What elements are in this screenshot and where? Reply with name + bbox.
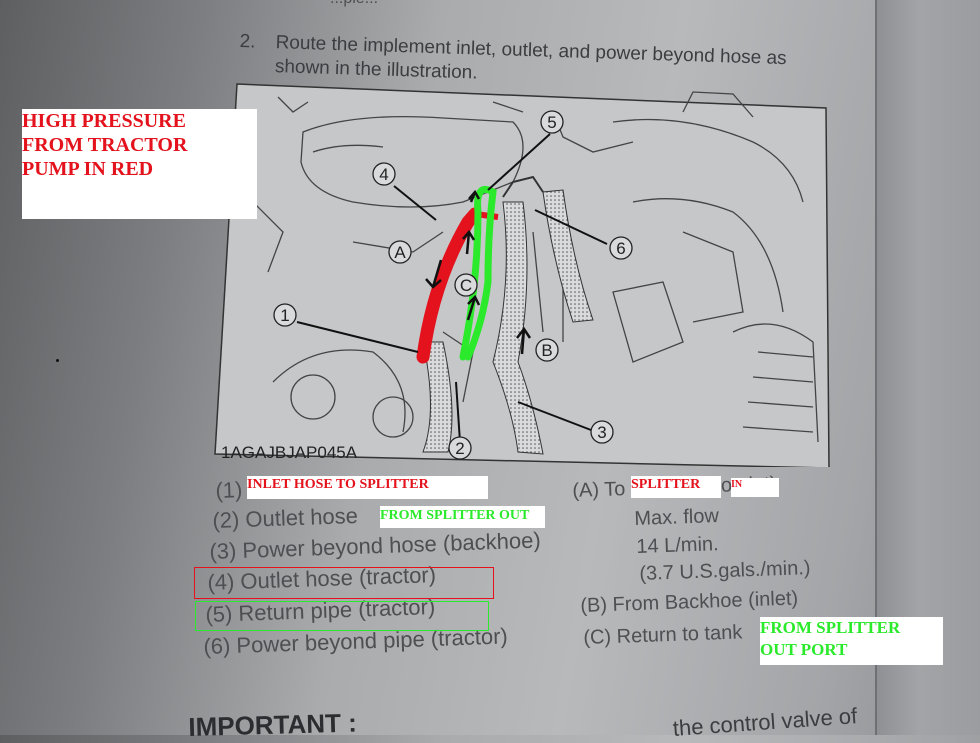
stray-dot: [56, 359, 59, 362]
tractor-line-art: [252, 91, 819, 443]
inlet-hose-label-text: INLET HOSE TO SPLITTER: [247, 477, 429, 492]
return-port-label-text: FROM SPLITTER OUT PORT: [760, 618, 901, 659]
high-pressure-note-text: HIGH PRESSURE FROM TRACTOR PUMP IN RED: [22, 110, 188, 180]
flow-label-b: B: [541, 341, 552, 360]
inlet-hose-label: INLET HOSE TO SPLITTER: [247, 476, 488, 499]
outlet-hose-highlight-box: [194, 567, 494, 599]
return-port-label: FROM SPLITTER OUT PORT: [760, 617, 943, 665]
step-number: 2.: [239, 30, 256, 53]
hose-routing-illustration: 1 2 3 4 5 6 A B C 1AGAJBJAP045A: [214, 83, 830, 467]
callout-6: 6: [616, 239, 625, 258]
page-edge: [875, 0, 980, 735]
callout-markers: 1 2 3 4 5 6 A B C: [273, 110, 633, 460]
callout-4: 4: [379, 165, 388, 184]
legend-item-b: (B) From Backhoe (inlet): [580, 587, 799, 617]
flow-arrows: [425, 189, 532, 355]
legend-item-2: (2) Outlet hose: [212, 502, 359, 533]
legend-flow-gallons: (3.7 U.S.gals./min.): [639, 557, 811, 585]
legend-item-3: (3) Power beyond hose (backhoe): [209, 527, 542, 564]
legend-item-c: (C) Return to tank: [583, 621, 743, 649]
important-trailing-text: the control valve of: [672, 703, 858, 741]
leader-lines: [296, 133, 608, 443]
outlet-hose-label-text: FROM SPLITTER OUT: [380, 508, 530, 523]
figure-code: 1AGAJBJAP045A: [221, 443, 358, 462]
splitter-label: SPLITTER: [631, 476, 721, 498]
callout-3: 3: [597, 423, 606, 442]
splitter-label-text: SPLITTER: [631, 477, 701, 492]
return-pipe-highlight-box: [195, 601, 489, 631]
outlet-hose-label: FROM SPLITTER OUT: [380, 506, 545, 528]
step-instruction: 2. Route the implement inlet, outlet, an…: [239, 30, 800, 83]
callout-1: 1: [280, 306, 289, 325]
flow-label-a: A: [394, 243, 406, 262]
high-pressure-note: HIGH PRESSURE FROM TRACTOR PUMP IN RED: [22, 109, 257, 219]
flow-label-c: C: [460, 276, 472, 295]
in-label: IN: [731, 478, 779, 497]
callout-2: 2: [455, 439, 464, 458]
in-label-text: IN: [731, 479, 743, 490]
important-heading: IMPORTANT :: [188, 707, 358, 742]
callout-5: 5: [547, 113, 556, 132]
legend-flow-value: 14 L/min.: [636, 533, 719, 558]
top-text-fragment: ...ple...: [330, 0, 378, 8]
legend-max-flow: Max. flow: [634, 505, 720, 530]
